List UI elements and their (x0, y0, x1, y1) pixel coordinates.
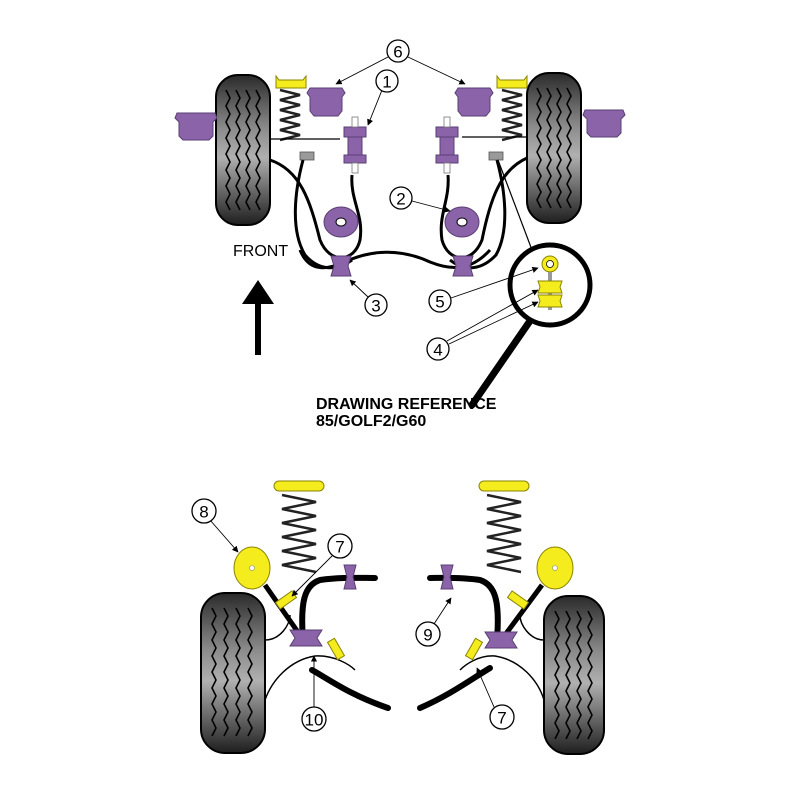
front-label: FRONT (233, 243, 288, 260)
callout-7-right: 7 (476, 667, 515, 730)
callout-8: 8 (191, 498, 239, 553)
svg-text:5: 5 (435, 293, 444, 312)
callout-3: 3 (349, 279, 388, 317)
rear-right-axle-bush (435, 116, 459, 174)
front-right-wishbone-bush (484, 631, 518, 649)
rear-right-shock-mount (488, 151, 504, 161)
rear-left-shock-mount (299, 151, 315, 161)
callout-2: 2 (389, 186, 451, 213)
callout-1: 1 (367, 69, 399, 126)
front-suspension-group: 8 7 9 10 7 (191, 480, 605, 755)
rear-right-bumpstop (454, 87, 494, 117)
svg-text:2: 2 (396, 190, 405, 209)
rear-left-trailing-arm-bush (323, 206, 359, 238)
svg-text:10: 10 (305, 711, 324, 730)
front-right-droplink-bush-lower (464, 637, 484, 661)
rear-right-trailing-arm-bush (444, 206, 480, 238)
svg-text:9: 9 (423, 626, 432, 645)
front-left-top-mount (233, 546, 271, 590)
rear-left-bumpstop (306, 87, 346, 117)
rear-left-arb-bush (330, 255, 352, 277)
front-right-droplink-bush-upper (506, 590, 530, 610)
svg-text:6: 6 (393, 43, 402, 62)
rear-left-outer-bumpstop (174, 112, 218, 141)
svg-text:1: 1 (382, 73, 391, 92)
front-left-spring (273, 480, 325, 574)
callout-7-left: 7 (291, 533, 353, 597)
front-right-arb-bush (440, 564, 454, 590)
front-right-tyre (543, 595, 605, 755)
svg-text:3: 3 (371, 297, 380, 316)
front-right-top-mount (536, 546, 574, 590)
rear-axle-group: FRONT 6 1 2 3 5 (174, 39, 626, 430)
svg-text:7: 7 (497, 709, 506, 728)
callout-10: 10 (301, 655, 327, 732)
front-left-arb-bush (343, 564, 357, 590)
callout-4: 4 (426, 289, 539, 361)
callout-5: 5 (428, 266, 539, 313)
callout-9: 9 (415, 597, 452, 647)
drawing-reference-code: 85/GOLF2/G60 (316, 413, 426, 430)
rear-left-axle-bush (343, 116, 367, 174)
rear-left-tyre (215, 74, 271, 226)
front-left-droplink-bush-lower (326, 637, 346, 661)
front-right-spring (478, 480, 530, 574)
rear-right-arb-bush (452, 255, 474, 277)
callout-6: 6 (335, 39, 466, 85)
front-arrow-icon (242, 280, 274, 355)
rear-right-tyre (526, 72, 582, 224)
drawing-reference-title: DRAWING REFERENCE (316, 396, 497, 413)
svg-text:8: 8 (199, 503, 208, 522)
rear-right-outer-bumpstop (582, 109, 626, 138)
front-left-wishbone-bush (289, 629, 323, 647)
svg-text:7: 7 (335, 538, 344, 557)
rear-right-spring (496, 74, 528, 142)
front-left-droplink-bush-upper (274, 590, 298, 610)
front-left-tyre (200, 592, 266, 754)
magnifier-icon (468, 242, 593, 409)
svg-text:4: 4 (433, 341, 442, 360)
rear-left-spring (275, 74, 307, 142)
